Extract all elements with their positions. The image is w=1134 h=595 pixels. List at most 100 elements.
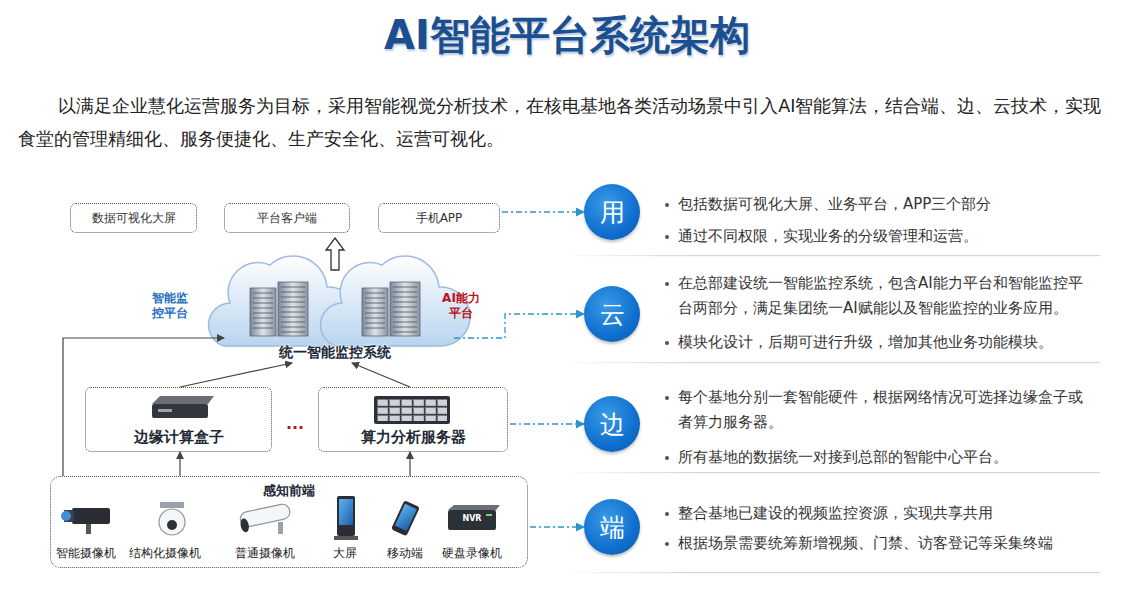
- bullet-text: 每个基地分别一套智能硬件，根据网络情况可选择边缘盒子或者算力服务器。: [678, 388, 1083, 431]
- art-shape: [281, 322, 305, 323]
- art-shape: [377, 399, 447, 421]
- bullet-text: 通过不同权限，实现业务的分级管理和运营。: [678, 227, 978, 245]
- art-shape: [253, 308, 273, 309]
- hollow-arrow: [326, 238, 344, 270]
- node-text: 感知前端: [263, 482, 315, 500]
- bullet-dot: [665, 512, 669, 516]
- bullet-text: 根据场景需要统筹新增视频、门禁、访客登记等采集终端: [678, 534, 1053, 552]
- art-shape: [393, 322, 417, 323]
- art-shape: [281, 307, 305, 308]
- art-shape: [365, 308, 385, 309]
- art-shape: [393, 332, 417, 333]
- client-box: 数据可视化大屏: [70, 203, 197, 233]
- art-shape: [253, 323, 273, 324]
- bullet-text-box: 根据场景需要统筹新增视频、门禁、访客登记等采集终端: [678, 531, 1088, 556]
- dashed-arrow: [454, 314, 584, 338]
- art-shape: [158, 409, 172, 412]
- art-shape: [281, 292, 305, 293]
- art-shape: [250, 288, 276, 336]
- device-caption: 移动端: [387, 546, 423, 560]
- flow-arrow: [179, 452, 180, 476]
- nvr-icon: [448, 505, 500, 530]
- art-shape: [61, 511, 71, 521]
- bullet-dot: [665, 456, 669, 460]
- art-shape: [391, 500, 420, 536]
- bullet-text-box: 每个基地分别一套智能硬件，根据网络情况可选择边缘盒子或者算力服务器。: [678, 385, 1088, 435]
- platform-label: 智能监控平台: [152, 291, 188, 320]
- bullet-text-box: 所有基地的数据统一对接到总部的智能中心平台。: [678, 445, 1088, 470]
- art-shape: [339, 499, 353, 525]
- bullet-dot: [665, 396, 669, 400]
- art-shape: [86, 524, 91, 534]
- node-text: 云: [600, 298, 625, 331]
- art-shape: [253, 293, 273, 294]
- art-shape: [253, 287, 417, 332]
- art-shape: [160, 502, 184, 508]
- platform-label-box: AI能力平台: [438, 291, 484, 321]
- art-shape: [365, 298, 385, 299]
- bullet-text-box: 整合基地已建设的视频监控资源，实现共享共用: [678, 501, 1088, 526]
- art-shape: [560, 362, 1100, 363]
- art-shape: [278, 522, 283, 534]
- art-shape: [253, 313, 273, 314]
- art-shape: [281, 327, 305, 328]
- art-shape: [278, 282, 308, 336]
- art-shape: [393, 292, 417, 293]
- art-shape: [393, 287, 417, 288]
- title-text: AI智能平台系统架构: [384, 12, 750, 58]
- art-shape: [159, 509, 185, 535]
- art-shape: [365, 318, 385, 319]
- art-shape: [365, 293, 385, 294]
- smart-camera-icon: [61, 508, 110, 534]
- bullet-dot: [665, 341, 669, 345]
- device-badge: NVR: [462, 514, 481, 523]
- art-shape: [281, 297, 305, 298]
- node-text: 边缘计算盒子: [134, 428, 224, 447]
- platform-label: AI能力平台: [442, 291, 480, 320]
- node-text: 用: [600, 196, 625, 229]
- bullet-dot: [665, 235, 669, 239]
- art-shape: [152, 396, 214, 404]
- device-badge-box: NVR: [457, 514, 487, 523]
- art-shape: [560, 255, 1100, 256]
- bullet-text-box: 模块化设计，后期可进行升级，增加其他业务功能模块。: [678, 330, 1088, 355]
- device-caption-box: 硬盘录像机: [432, 545, 512, 562]
- intro-paragraph: 以满足企业慧化运营服务为目标，采用智能视觉分析技术，在核电基地各类活动场景中引入…: [18, 96, 1101, 149]
- art-shape: [448, 505, 500, 510]
- art-shape: [391, 500, 420, 536]
- art-shape: [281, 312, 305, 313]
- node-text: 统一智能监控系统: [279, 344, 391, 362]
- art-shape: [167, 520, 177, 530]
- client-box: 手机APP: [378, 203, 500, 233]
- art-shape: [365, 323, 385, 324]
- server-device: [374, 396, 450, 424]
- art-shape: [281, 302, 305, 303]
- platform-label-box: 智能监控平台: [150, 291, 190, 321]
- bullet-camera-icon: [239, 503, 291, 534]
- art-shape: [281, 287, 305, 288]
- device-caption: 普通摄像机: [235, 546, 295, 560]
- art-shape: [365, 313, 385, 314]
- screen-kiosk-icon: [334, 496, 358, 540]
- intro-paragraph-box: 以满足企业慧化运营服务为目标，采用智能视觉分析技术，在核电基地各类活动场景中引入…: [18, 90, 1118, 156]
- art-shape: [393, 312, 417, 313]
- art-shape: [374, 396, 450, 424]
- art-shape: [253, 318, 273, 319]
- cloud-platform: 统一智能监控系统: [210, 252, 460, 362]
- node-text: 边: [600, 408, 625, 441]
- art-shape: [486, 514, 492, 516]
- device-caption: 结构化摄像机: [129, 546, 201, 560]
- art-shape: [390, 282, 420, 336]
- art-shape: [365, 303, 385, 304]
- device-caption-box: 移动端: [365, 545, 445, 562]
- art-shape: [337, 496, 355, 536]
- bullet-dot: [665, 282, 669, 286]
- art-shape: [253, 328, 273, 329]
- layer-circle: 端: [584, 499, 640, 555]
- art-shape: [281, 317, 305, 318]
- bullet-text: 在总部建设统一智能监控系统，包含AI能力平台和智能监控平台两部分，满足集团统一A…: [678, 274, 1083, 317]
- flow-arrow: [352, 363, 410, 387]
- dashed-arrow: [510, 423, 584, 424]
- art-shape: [253, 298, 273, 299]
